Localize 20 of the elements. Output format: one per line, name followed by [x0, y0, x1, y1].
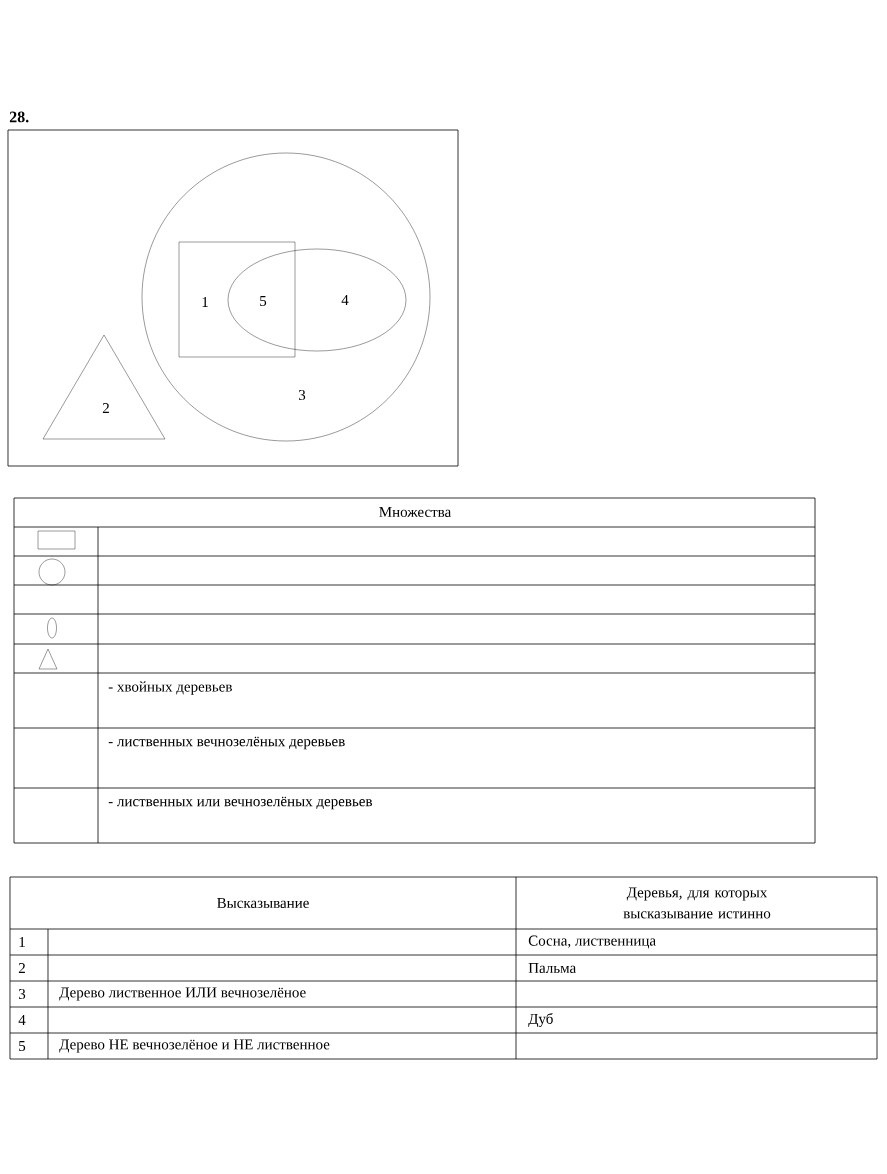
- set-triangle: 2: [42, 334, 166, 440]
- set-description: - хвойных деревьев: [108, 681, 232, 695]
- tree-names: Пальма: [528, 963, 576, 973]
- column-header: Высказывание: [217, 898, 309, 908]
- row-number: 2: [18, 963, 25, 973]
- region-number: 5: [260, 296, 267, 306]
- statement-text: Дерево НЕ вечнозелёное и НЕ лиственное: [59, 1039, 330, 1053]
- set-description: - лиственных или вечнозелёных деревьев: [108, 796, 372, 810]
- tree-names: Сосна, лиственница: [528, 935, 656, 949]
- column-header: Деревья, для которых высказывание истинно: [623, 887, 771, 919]
- row-number: 4: [18, 1015, 26, 1025]
- set-description: - лиственных вечнозелёных деревьев: [108, 736, 345, 750]
- row-number: 1: [19, 937, 25, 947]
- tree-names: Дуб: [528, 1013, 553, 1027]
- problem-number: 28.: [9, 111, 29, 123]
- statement-text: Дерево лиственное ИЛИ вечнозелёное: [59, 987, 306, 1001]
- table-header: Множества: [379, 507, 451, 517]
- row-number: 5: [19, 1041, 26, 1051]
- row-number: 3: [18, 988, 26, 1000]
- universe-frame: [7, 129, 459, 467]
